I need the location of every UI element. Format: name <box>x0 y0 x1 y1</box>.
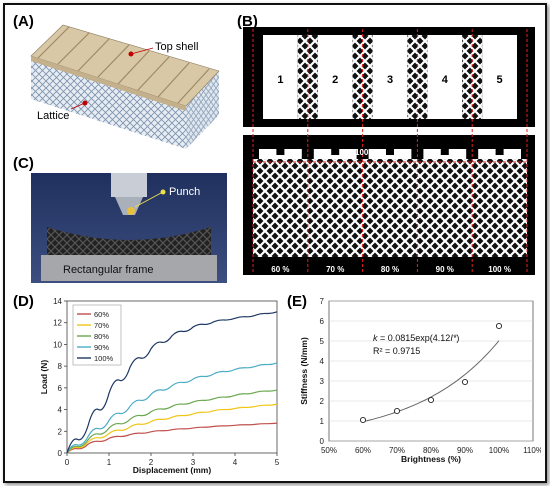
x-tick-label: 60% <box>355 446 371 455</box>
y-tick-label: 10 <box>53 340 62 349</box>
x-tick-label: 1 <box>107 458 112 467</box>
panel-e-label: (E) <box>287 293 307 310</box>
column-panel <box>372 35 408 119</box>
panel-c-label: (C) <box>13 155 34 172</box>
column-panel <box>317 35 353 119</box>
data-point <box>495 322 503 330</box>
data-point <box>427 396 435 404</box>
plot-area <box>328 300 534 442</box>
x-tick-label: 2 <box>149 458 154 467</box>
series-line <box>66 422 278 454</box>
y-axis-label: Load (N) <box>39 360 49 395</box>
y-tick-label: 2 <box>58 427 63 436</box>
brightness-percent-label: 100 % <box>488 265 511 274</box>
y-tick-label: 1 <box>320 417 325 426</box>
y-tick-label: 2 <box>320 397 325 406</box>
column-panel <box>427 35 463 119</box>
series-line <box>66 311 278 454</box>
panel-a: (A) <box>11 11 229 151</box>
legend-label: 70% <box>94 321 109 330</box>
x-tick-label: 90% <box>457 446 473 455</box>
r-squared-label: R² = 0.9715 <box>373 346 420 356</box>
column-panel <box>482 35 517 119</box>
x-tick-label: 70% <box>389 446 405 455</box>
rectangular-frame <box>41 255 217 281</box>
legend-label: 90% <box>94 343 109 352</box>
y-axis-label: Stiffness (N/mm) <box>299 337 309 405</box>
column-number: 2 <box>332 74 338 86</box>
panel-b-label: (B) <box>237 13 258 30</box>
x-tick-label: 4 <box>233 458 238 467</box>
figure-frame: (A) <box>3 3 547 483</box>
legend-box <box>72 304 122 366</box>
legend-label: 60% <box>94 310 109 319</box>
y-tick-label: 12 <box>53 319 62 328</box>
x-tick-label: 3 <box>191 458 196 467</box>
x-tick-label: 5 <box>275 458 280 467</box>
legend-label: 80% <box>94 332 109 341</box>
fit-equation: k = 0.0815exp(4.12I*) <box>373 333 459 343</box>
panel-d-label: (D) <box>13 293 34 310</box>
series-line <box>66 403 278 454</box>
panel-b: (B) 1 2 3 4 5 100 % 60 % 70 % 80 % 90 % 100 % <box>235 11 541 279</box>
lattice-callout: Lattice <box>37 110 69 122</box>
data-point <box>393 407 401 415</box>
y-tick-label: 0 <box>58 449 63 458</box>
y-tick-label: 0 <box>320 437 325 446</box>
frame-callout: Rectangular frame <box>63 264 154 276</box>
punch-callout: Punch <box>169 186 200 198</box>
x-axis-label: Displacement (mm) <box>133 465 212 475</box>
series-line <box>66 362 278 454</box>
y-tick-label: 14 <box>53 297 62 306</box>
y-tick-label: 3 <box>320 377 325 386</box>
brightness-percent-label: 80 % <box>381 265 399 274</box>
data-point <box>461 378 469 386</box>
x-tick-label: 50% <box>321 446 337 455</box>
top-shell-ribs <box>37 26 210 104</box>
column-panel <box>263 35 298 119</box>
y-tick-label: 7 <box>320 297 325 306</box>
lattice-model-illustration: Top shell Lattice <box>30 24 220 149</box>
panel-a-label: (A) <box>13 13 34 30</box>
column-number: 1 <box>277 74 283 86</box>
column-number: 5 <box>497 74 503 86</box>
stiffness-brightness-chart: 0 1 2 3 4 5 6 7 50% 60% 70% 80% 90% 100% 110% Brightnes… <box>299 297 541 464</box>
brightness-percent-label: 90 % <box>436 265 454 274</box>
data-point <box>359 416 367 424</box>
lattice-grid <box>253 159 527 257</box>
panel-c: (C) Rectangular frame <box>11 155 229 283</box>
y-tick-label: 6 <box>320 317 325 326</box>
x-axis-label: Brightness (%) <box>401 454 461 464</box>
punch <box>115 197 143 215</box>
top-shell-callout: Top shell <box>155 41 198 53</box>
plot-area <box>66 300 278 454</box>
punch-holder <box>111 173 147 197</box>
brightness-percent-label: 70 % <box>326 265 344 274</box>
y-tick-label: 6 <box>58 384 63 393</box>
y-tick-label: 5 <box>320 337 325 346</box>
x-tick-label: 100% <box>489 446 509 455</box>
punch-test-photo: Rectangular frame Punch <box>31 173 227 283</box>
brightness-percent-label: 60 % <box>271 265 289 274</box>
brightness-marker-label: 100 % <box>355 148 378 157</box>
x-tick-label: 80% <box>423 446 439 455</box>
brightness-map-illustration: 1 2 3 4 5 100 % 60 % 70 % 80 % 90 % 100 % <box>243 27 535 275</box>
column-number: 4 <box>442 74 449 86</box>
y-tick-label: 4 <box>320 357 325 366</box>
x-tick-label: 110% <box>523 446 541 455</box>
y-tick-label: 4 <box>58 406 63 415</box>
y-tick-label: 8 <box>58 362 63 371</box>
column-number: 3 <box>387 74 393 86</box>
x-tick-label: 0 <box>65 458 70 467</box>
legend-label: 100% <box>94 354 114 363</box>
series-line <box>66 389 278 454</box>
panel-e: (E) 0 1 2 3 4 5 6 7 50% 60% 70% 80% 90% 100% 110% Brigh… <box>283 289 541 477</box>
